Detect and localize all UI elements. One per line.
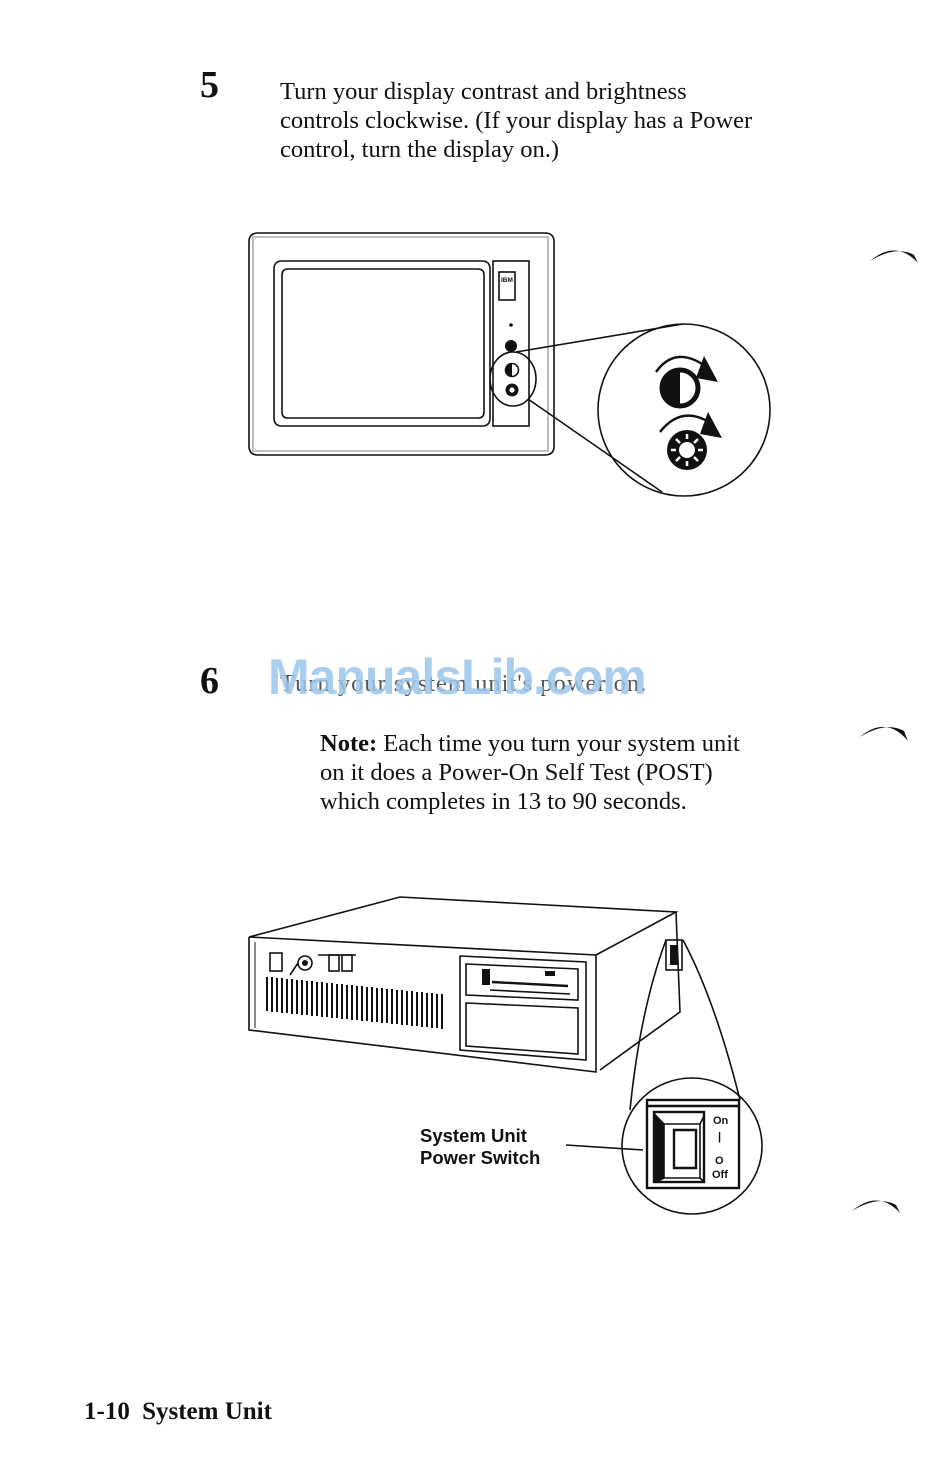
manualslib-watermark: ManualsLib.com [268,649,647,705]
power-switch-callout: System Unit Power Switch [420,1125,540,1169]
step-5-line: Turn your display contrast and brightnes… [280,78,687,105]
switch-off-label: Off [712,1169,728,1181]
note-line-1: Each time you turn your system unit [377,730,740,757]
step-5-number: 5 [200,64,219,106]
power-knob-icon [505,340,517,352]
display-illustration: IBM [248,232,771,497]
note-line: on it does a Power-On Self Test (POST) [320,759,713,786]
callout-line: System Unit [420,1125,527,1146]
brightness-knob-icon [505,383,519,397]
switch-on-symbol: | [718,1131,721,1143]
power-switch-enlarged-icon [645,1098,741,1190]
page-footer: 1-10 System Unit [84,1398,272,1426]
step-6-text: Turn your system unit's power on. [280,670,648,697]
brightness-control-enlarged-icon [659,412,722,470]
step-5-line: controls clockwise. (If your display has… [280,107,753,134]
contrast-control-enlarged-icon [655,355,718,409]
page-mark-2 [860,726,908,741]
switch-off-symbol: O [715,1155,724,1167]
contrast-knob-icon [504,362,520,378]
note-line: Note: Each time you turn your system uni… [320,729,740,758]
section-title: System Unit [142,1398,272,1425]
note-line: which completes in 13 to 90 seconds. [320,788,687,815]
ibm-logo: IBM [501,277,513,284]
step-5-line: control, turn the display on.) [280,136,559,163]
page-mark-1 [870,250,918,263]
step-6-number: 6 [200,660,219,702]
note-label: Note: [320,730,378,757]
switch-on-label: On [713,1115,729,1127]
vent-grille [266,977,443,1029]
page-number: 1-10 [84,1398,130,1425]
note-text: Note: Each time you turn your system uni… [320,729,740,816]
callout-line: Power Switch [420,1147,541,1168]
step-5-text: Turn your display contrast and brightnes… [280,77,752,164]
page-mark-3 [852,1200,900,1213]
